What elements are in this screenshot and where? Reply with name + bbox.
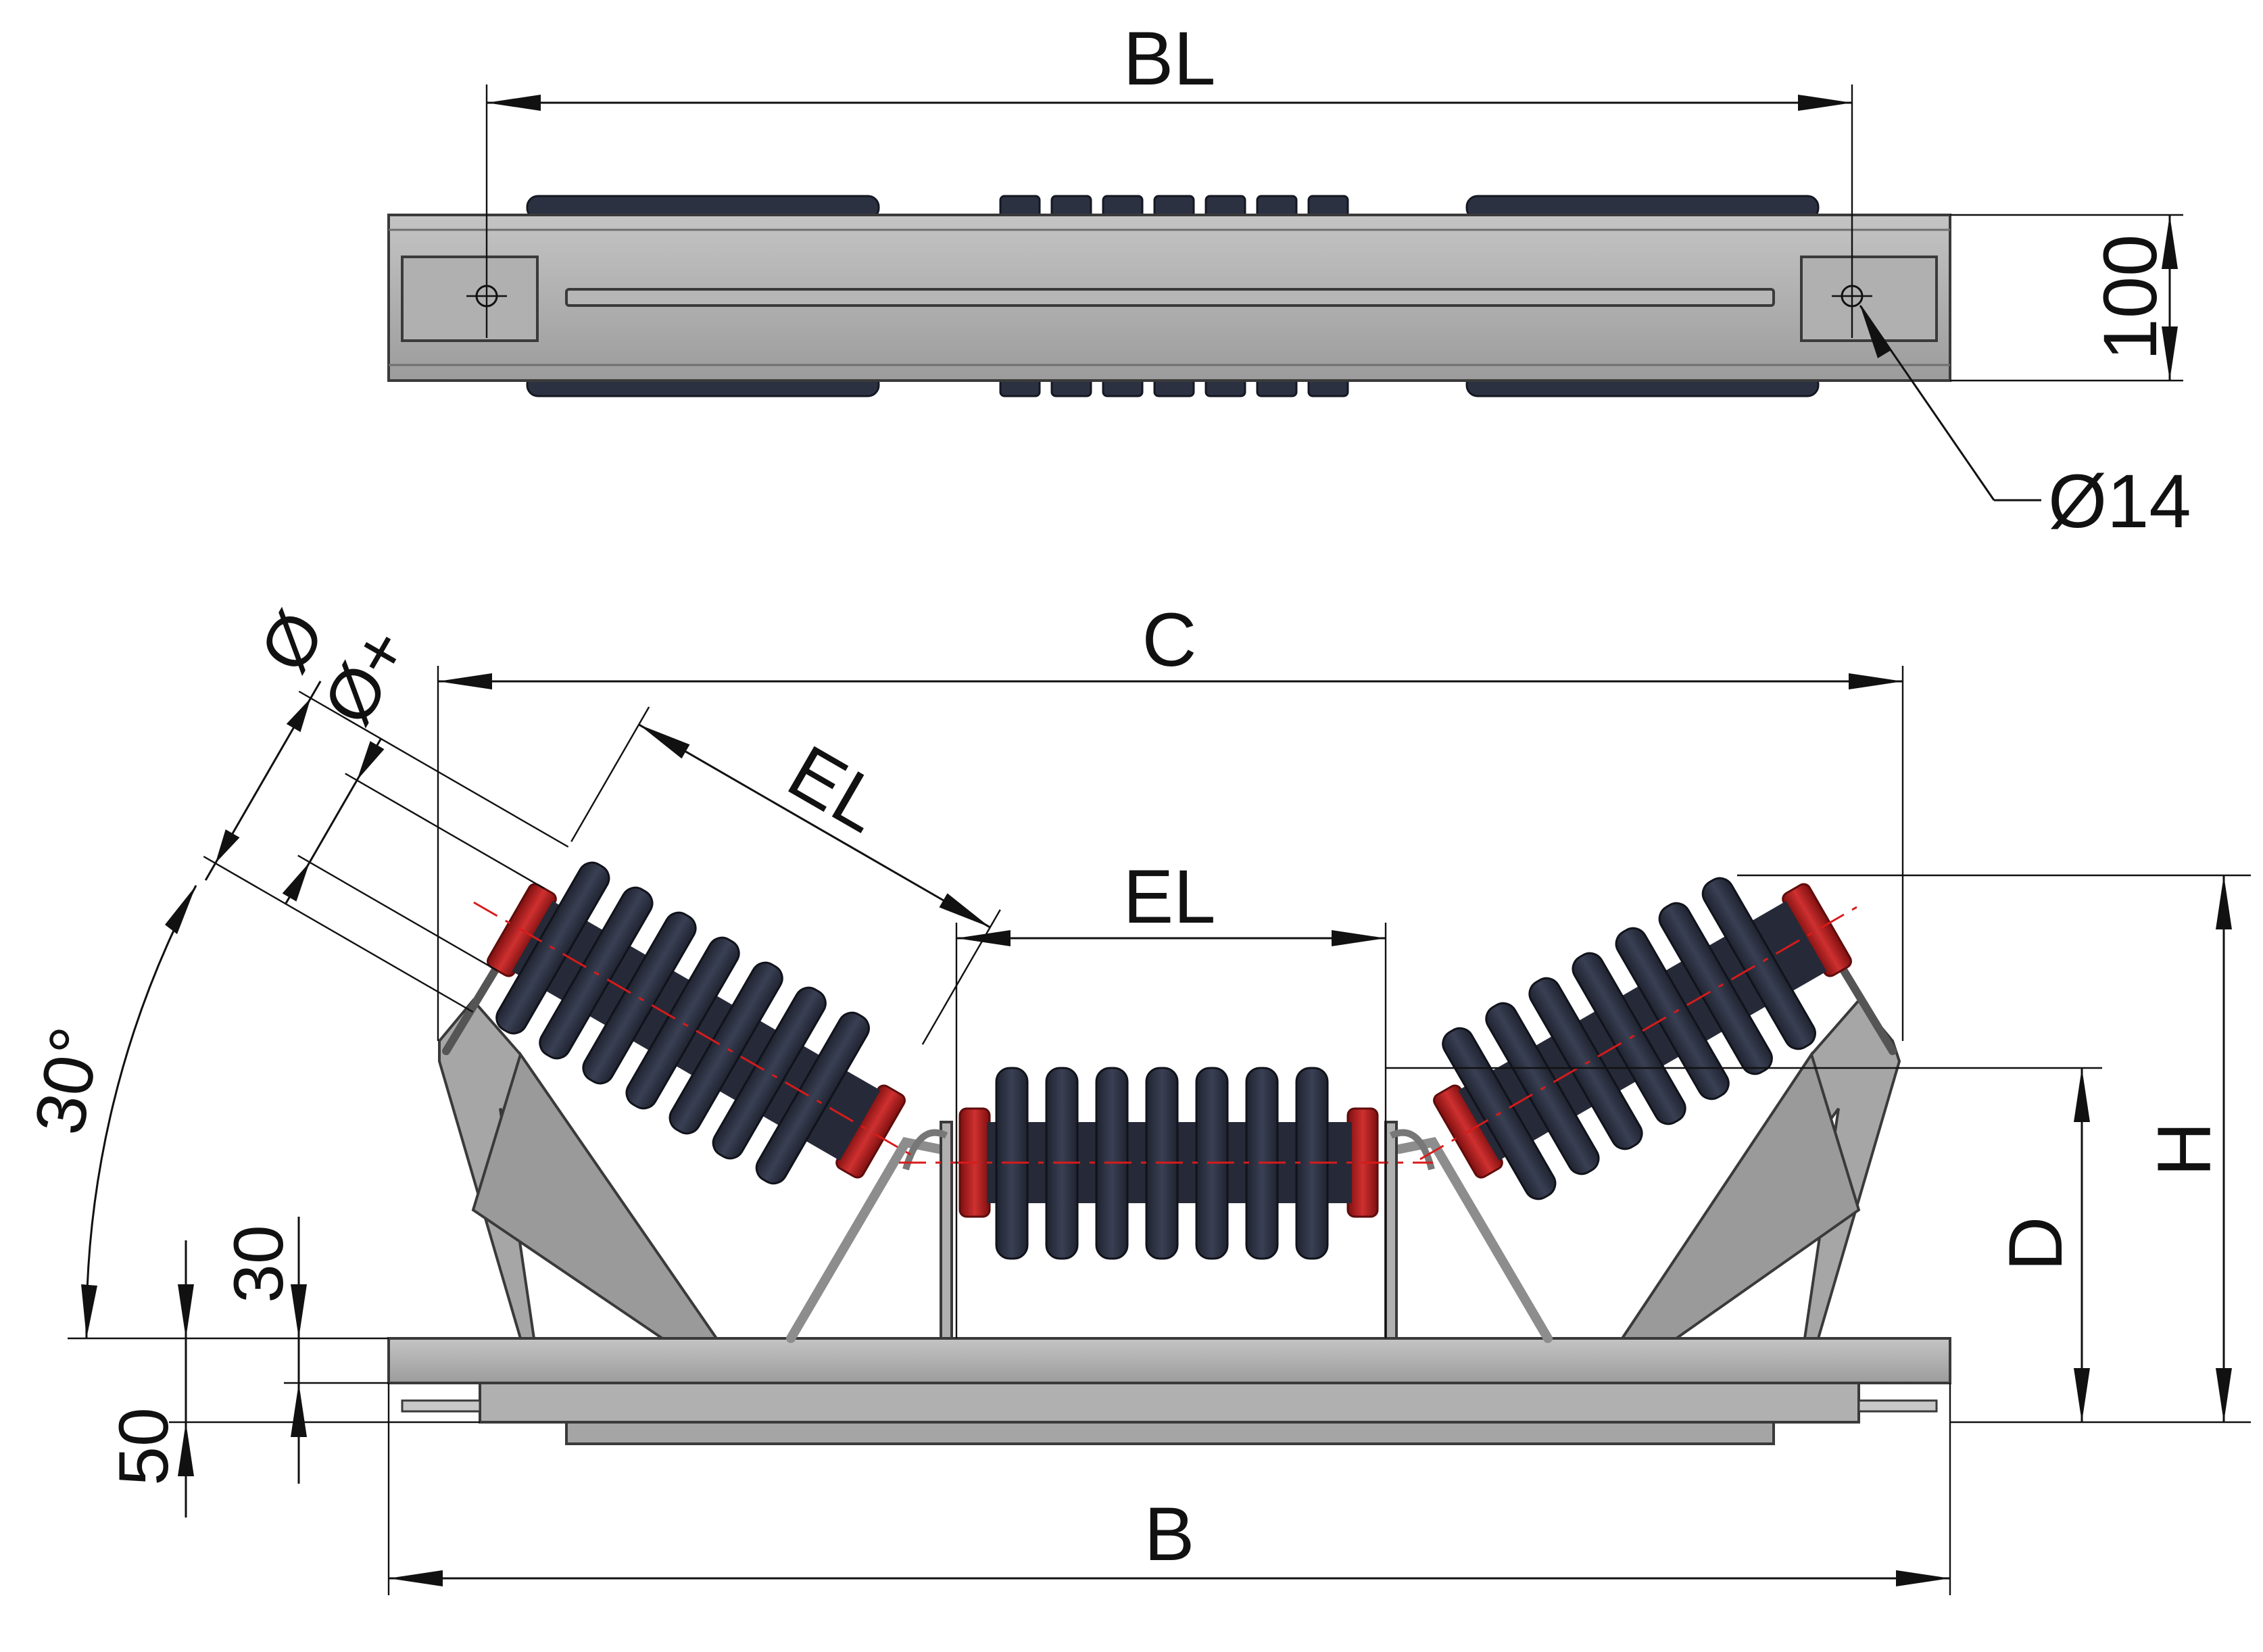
- top-view-slot: [565, 288, 1775, 307]
- dimension-30-label: 30: [220, 1225, 298, 1303]
- top-view: BL 100 Ø14: [387, 16, 2191, 543]
- dimension-diameters: Ø Ø+: [203, 598, 569, 1013]
- dimension-d-label: D: [1993, 1217, 2078, 1271]
- dimension-bl: BL: [485, 16, 1853, 338]
- dimension-c-label: C: [1142, 598, 1197, 682]
- base-beam: [387, 1337, 1951, 1445]
- center-roller: [899, 1067, 1433, 1260]
- dimension-50: 50: [105, 1240, 480, 1517]
- dimension-angle-label: 30°: [20, 1021, 116, 1140]
- dimension-hole-diameter: Ø14: [1859, 305, 2191, 543]
- dimension-100: 100: [1950, 214, 2183, 382]
- top-view-end-plate-left: [401, 256, 539, 342]
- dimension-c: C: [437, 598, 1904, 1041]
- dimension-30: 30: [220, 1217, 389, 1484]
- dimension-b: B: [387, 1383, 1951, 1595]
- dimension-100-label: 100: [2088, 235, 2172, 361]
- dimension-hole-diameter-label: Ø14: [2048, 459, 2191, 543]
- dimension-bl-label: BL: [1123, 16, 1216, 101]
- dimension-el-center: EL: [955, 854, 1387, 1338]
- dimension-h-label: H: [2142, 1122, 2226, 1177]
- dimension-el-center-label: EL: [1123, 854, 1216, 939]
- dimension-h: H: [1737, 874, 2251, 1424]
- top-view-end-plate-right: [1800, 256, 1938, 342]
- dimension-d: D: [1386, 1067, 2102, 1422]
- dimension-b-label: B: [1144, 1492, 1195, 1576]
- right-wing-roller: [1419, 877, 1866, 1200]
- center-posts: [902, 1121, 1435, 1340]
- right-wing-bracket: [1394, 915, 1901, 1343]
- left-wing-roller: [473, 861, 919, 1185]
- dimension-angle: 30°: [20, 885, 389, 1340]
- dimension-50-label: 50: [105, 1407, 183, 1486]
- dimension-el-side-label: EL: [775, 729, 897, 849]
- front-view: C EL EL: [20, 598, 2251, 1595]
